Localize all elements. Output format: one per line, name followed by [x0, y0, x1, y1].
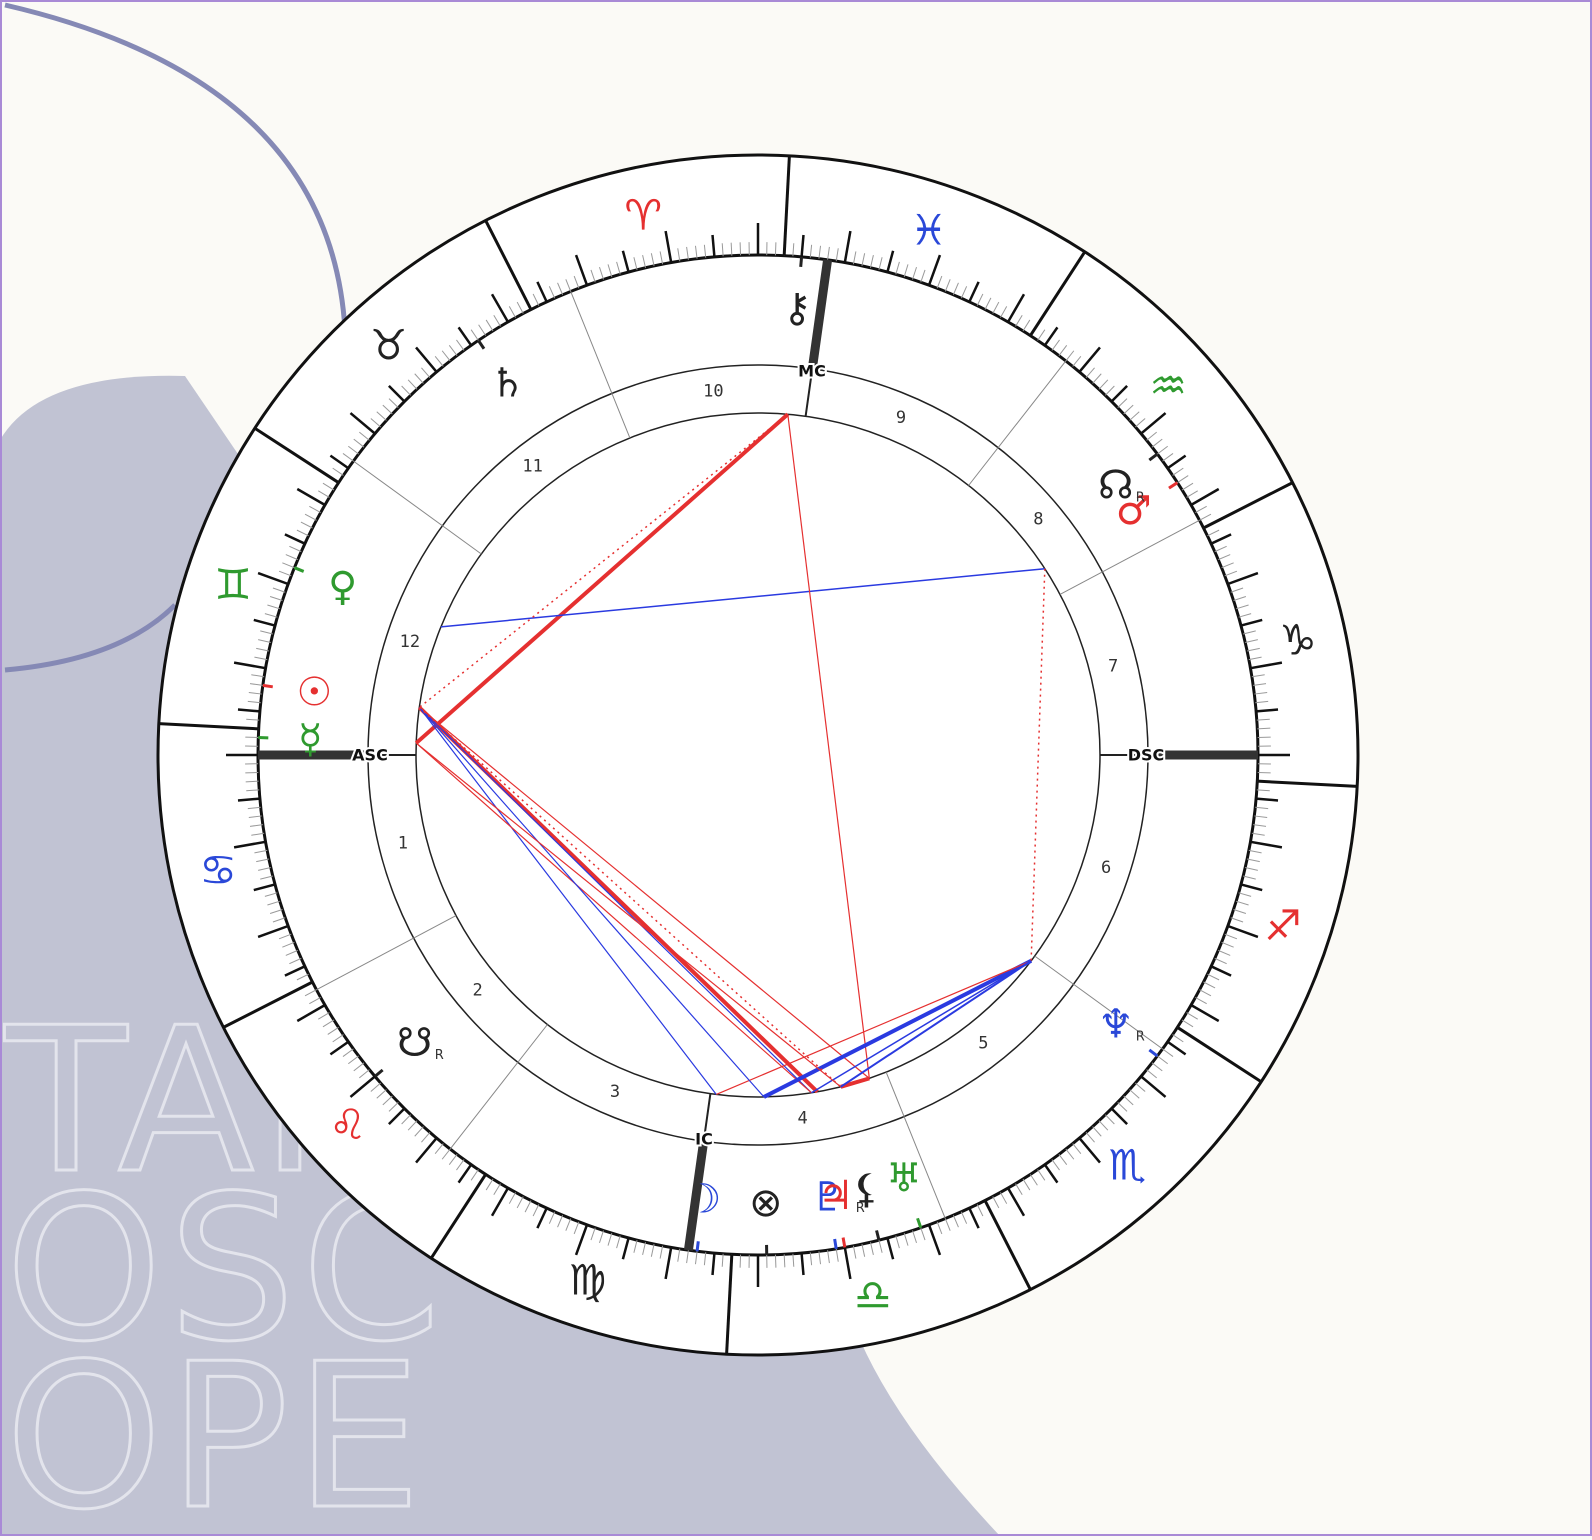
zodiac-sign-gemini-icon: ♊ — [214, 560, 252, 609]
angle-label-asc: ASC — [352, 746, 388, 765]
chiron-marker — [801, 257, 802, 267]
venus-icon: ♀ — [328, 564, 357, 610]
house-number: 1 — [398, 834, 408, 854]
zodiac-sign-leo-icon: ♌ — [329, 1100, 367, 1149]
chiron-icon: ⚷ — [782, 286, 811, 332]
house-number: 11 — [522, 457, 542, 477]
chart-wheel: ♋♌♍♎♏♐♑♒♓♈♉♊123456789101112ASCICDSCMC⚷♄♀… — [158, 155, 1358, 1355]
mercury-icon: ☿ — [298, 716, 323, 762]
south-node-icon: ☋ — [397, 1020, 433, 1066]
decor-arc-top — [5, 5, 345, 330]
house-number: 6 — [1101, 858, 1111, 878]
zodiac-sign-cancer-icon: ♋ — [199, 845, 237, 894]
sun-marker — [263, 685, 273, 686]
degree-tick — [731, 243, 732, 256]
watermark-line: OPE — [5, 1321, 427, 1536]
north-node-retro-label: R — [1136, 490, 1145, 505]
zodiac-sign-virgo-icon: ♍ — [569, 1255, 607, 1304]
neptune-icon: ♆ — [1098, 1002, 1134, 1048]
zodiac-sign-capricorn-icon: ♑ — [1279, 616, 1317, 665]
degree-tick — [246, 781, 259, 782]
house-number: 8 — [1033, 510, 1043, 530]
jupiter-retro-label: R — [856, 1201, 865, 1216]
neptune-retro-label: R — [1136, 1030, 1145, 1045]
degree-tick — [784, 1254, 785, 1267]
uranus-icon: ♅ — [886, 1156, 922, 1202]
house-number: 5 — [978, 1033, 988, 1053]
pluto-marker — [835, 1239, 837, 1249]
jupiter-marker — [843, 1238, 845, 1248]
north-node-icon: ☊ — [1098, 462, 1134, 508]
house-number: 2 — [473, 980, 483, 1000]
moon-marker — [697, 1241, 698, 1251]
zodiac-sign-aquarius-icon: ♒ — [1149, 361, 1187, 410]
house-number: 10 — [703, 382, 723, 402]
moon-icon: ☽ — [685, 1177, 721, 1223]
aspect-circle — [416, 413, 1100, 1097]
house-number: 9 — [896, 408, 906, 428]
saturn-icon: ♄ — [490, 361, 526, 407]
zodiac-sign-pisces-icon: ♓ — [910, 206, 948, 255]
house-number: 4 — [797, 1108, 807, 1128]
south-node-retro-label: R — [435, 1048, 444, 1063]
house-number: 3 — [610, 1082, 620, 1102]
zodiac-sign-scorpio-icon: ♏ — [1109, 1141, 1147, 1190]
zodiac-sign-taurus-icon: ♉ — [370, 320, 408, 369]
house-number: 12 — [400, 632, 420, 652]
jupiter-icon: ♃ — [818, 1173, 854, 1219]
angle-label-dsc: DSC — [1128, 746, 1165, 765]
house-number: 7 — [1108, 656, 1118, 676]
zodiac-sign-sagittarius-icon: ♐ — [1264, 901, 1302, 950]
part-of-fortune-icon: ⊗ — [749, 1180, 783, 1226]
zodiac-sign-libra-icon: ♎ — [854, 1270, 892, 1319]
zodiac-sign-aries-icon: ♈ — [624, 191, 662, 240]
sun-icon: ☉ — [296, 670, 332, 716]
degree-tick — [1257, 728, 1270, 729]
angle-label-ic: IC — [695, 1130, 713, 1149]
angle-label-mc: MC — [798, 361, 826, 380]
